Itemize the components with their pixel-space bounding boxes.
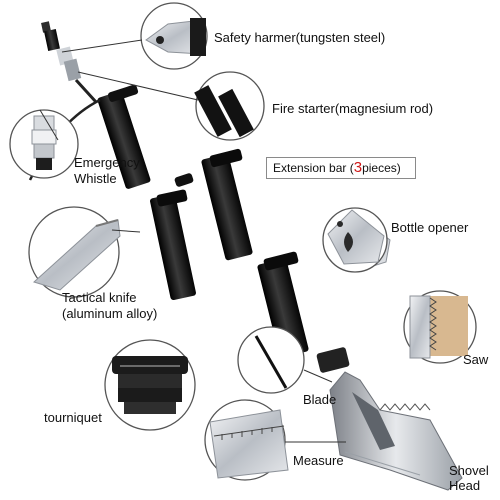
top-spike-piece <box>41 21 98 104</box>
label-emergency-whistle-2: Whistle <box>74 171 117 186</box>
callout-safety-hammer <box>140 2 208 70</box>
label-blade: Blade <box>303 392 337 407</box>
callout-bottle-opener <box>322 207 388 273</box>
shovel-head <box>329 371 463 491</box>
label-shovel-head-2: Head <box>449 478 481 493</box>
extension-bar-1 <box>150 189 196 301</box>
label-safety-hammer: Safety harmer(tungsten steel) <box>214 30 386 45</box>
label-shovel-head-1: Shovel <box>449 463 489 478</box>
callout-fire-starter <box>194 71 265 141</box>
callout-saw <box>403 290 477 364</box>
label-emergency-whistle-1: Emergency <box>74 155 140 170</box>
extension-bar-suffix: pieces) <box>362 161 401 175</box>
extension-bar-count: 3 <box>353 159 363 176</box>
leader-lines <box>39 39 346 443</box>
label-fire-starter: Fire starter(magnesium rod) <box>272 101 434 116</box>
label-tactical-knife-2: (aluminum alloy) <box>62 306 158 321</box>
label-extension-bar: Extension bar (3pieces) <box>266 157 416 179</box>
label-bottle-opener: Bottle opener <box>391 220 469 235</box>
extension-bar-prefix: Extension bar ( <box>273 161 354 175</box>
extension-bar-2 <box>201 148 253 261</box>
label-tactical-knife-1: Tactical knife <box>62 290 137 305</box>
callout-blade <box>237 326 305 394</box>
callout-whistle <box>9 109 79 179</box>
extension-bar-3 <box>257 251 350 373</box>
callout-measure <box>204 399 289 481</box>
label-tourniquet: tourniquet <box>44 410 102 425</box>
label-measure: Measure <box>293 453 344 468</box>
label-saw: Saw <box>463 352 489 367</box>
callout-tactical-knife <box>28 206 121 298</box>
callout-tourniquet <box>104 339 196 431</box>
